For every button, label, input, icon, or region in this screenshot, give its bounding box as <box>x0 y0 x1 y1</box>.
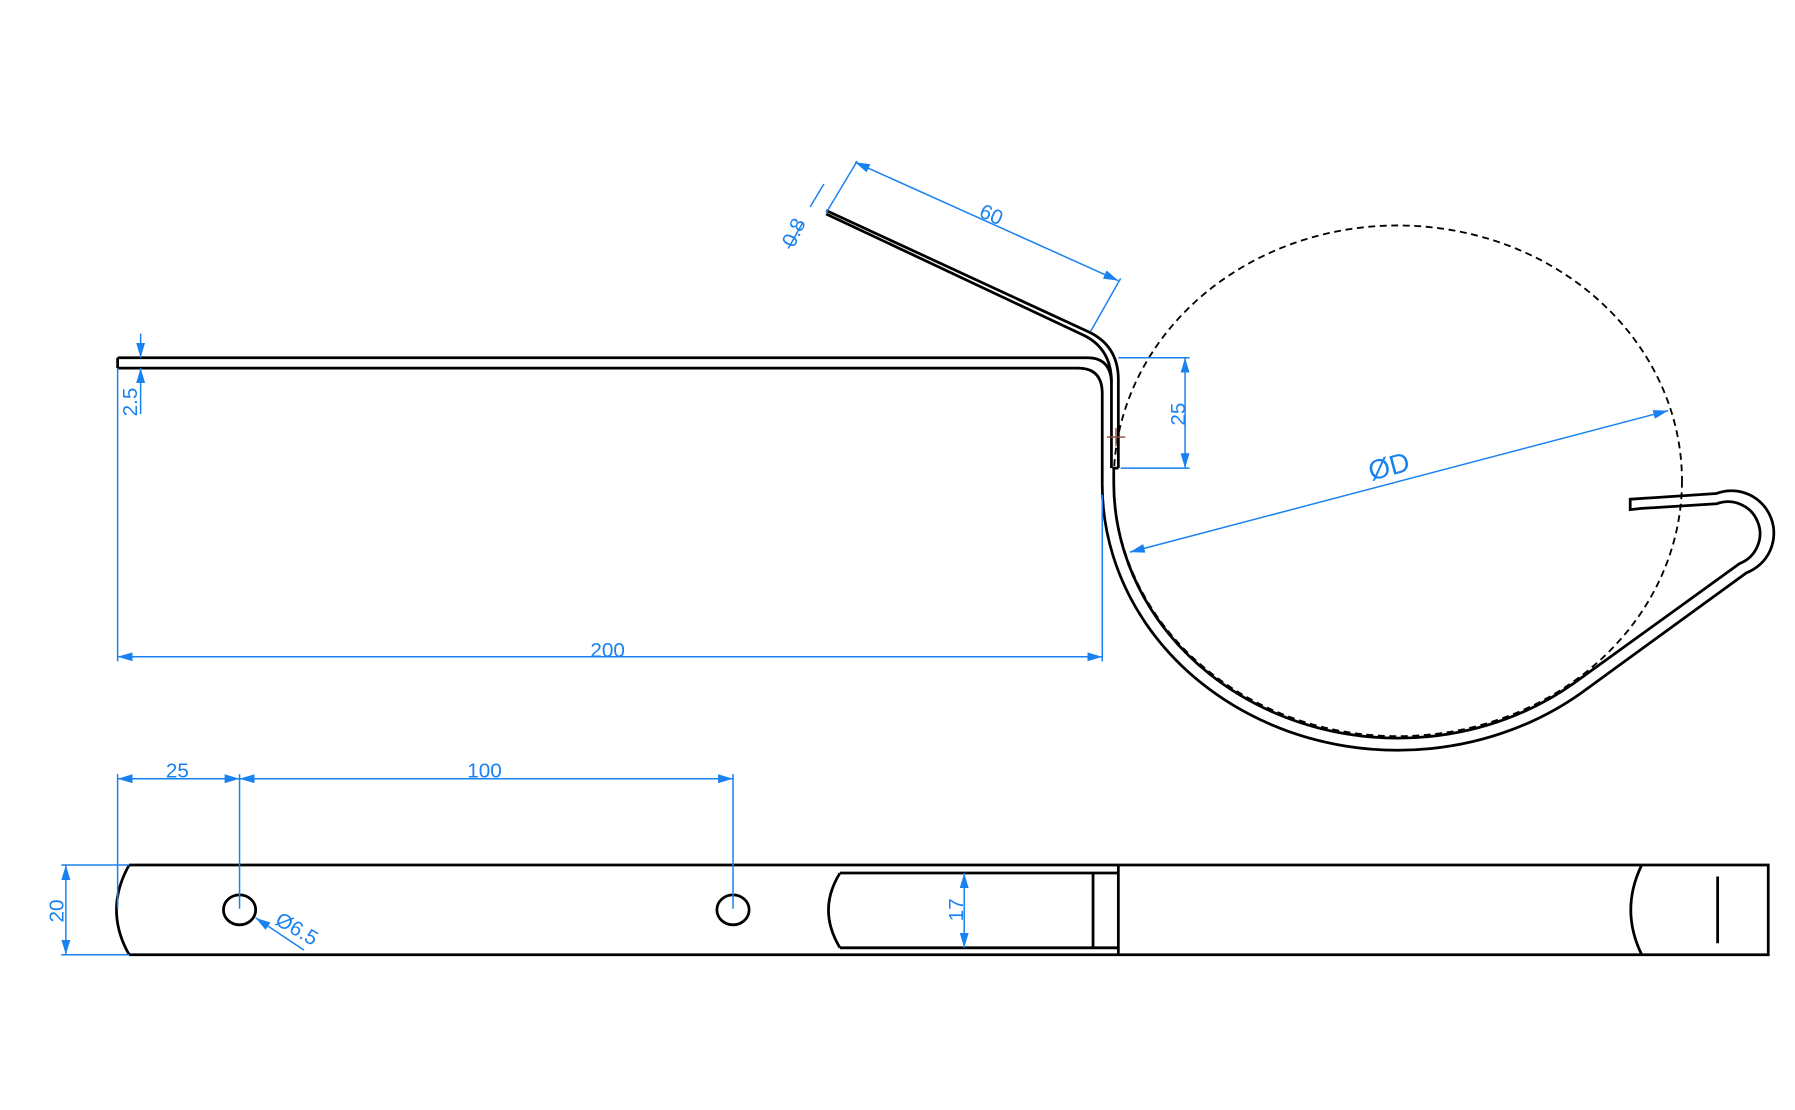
dim-diameter: ØD <box>1365 446 1413 487</box>
dim-vertical-offset: 25 <box>1167 403 1190 426</box>
flange-outer <box>825 209 1120 469</box>
dim-plate-thickness: 2.5 <box>119 388 142 417</box>
slot <box>827 871 1119 950</box>
clamp-loop <box>1100 466 1776 752</box>
plate-inner-edge <box>117 366 1104 484</box>
dim-hole-offset: 25 <box>166 760 189 783</box>
strip-right-bend <box>1629 864 1643 956</box>
plan-view <box>115 863 1770 957</box>
dim-width: 20 <box>46 899 69 922</box>
dim-flange-length: 60 <box>976 200 1006 230</box>
dim-flange-thickness: 0.8 <box>778 215 811 251</box>
side-view-dimensions: 2.5 200 60 0.8 25 ØD <box>116 160 1669 662</box>
dim-hole-diameter: Ø6.5 <box>272 908 322 950</box>
dim-hole-spacing: 100 <box>467 760 502 783</box>
strip-outline <box>129 863 1770 957</box>
plate-outer-edge <box>117 356 1113 469</box>
center-mark-icon <box>1106 427 1126 447</box>
strip-left-end <box>115 864 131 956</box>
side-view <box>116 209 1776 752</box>
dim-slot-width: 17 <box>945 898 968 921</box>
dim-length: 200 <box>590 639 625 662</box>
flange-inner <box>825 212 1113 382</box>
diameter-circle <box>1112 224 1683 738</box>
